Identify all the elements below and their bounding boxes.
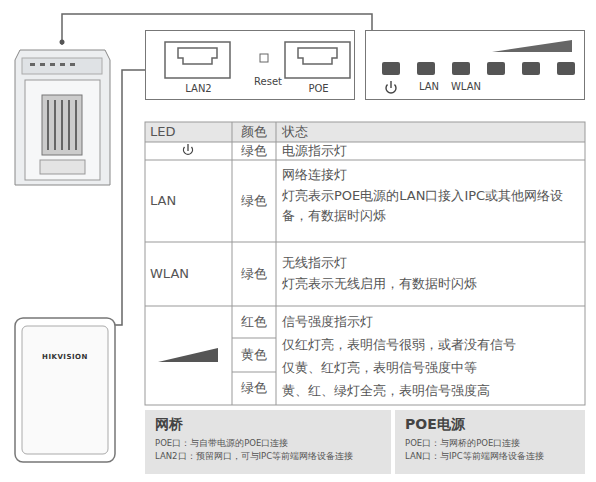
table-cell: WLAN xyxy=(150,264,228,284)
table-cell: 黄色 xyxy=(234,345,274,365)
rj45-port xyxy=(165,42,350,78)
port-label: POE xyxy=(286,83,351,94)
table-cell: 颜色 xyxy=(234,122,274,142)
table-cell: 状态 xyxy=(282,122,402,142)
table-cell: LAN xyxy=(150,191,228,211)
reset-button xyxy=(260,54,268,62)
port-label: WLAN xyxy=(441,81,491,92)
table-cell: 绿色 xyxy=(234,264,274,284)
table-cell: 信号强度指示灯 xyxy=(282,312,577,332)
led-panel: LANWLAN xyxy=(365,30,585,100)
port-panel: LAN2 ResetPOE xyxy=(145,30,355,100)
port-label: Reset xyxy=(248,76,288,87)
signal-ramp-icon xyxy=(492,40,572,52)
port-label: LAN xyxy=(409,81,449,92)
table-cell: 红色 xyxy=(234,312,274,332)
table-cell: 灯亮表示无线启用，有数据时闪烁 xyxy=(282,274,577,294)
poe-power-device xyxy=(15,318,115,462)
table-cell: 仅黄、红灯亮，表明信号强度中等 xyxy=(282,358,577,378)
bridge-device xyxy=(15,50,110,185)
band-title: 网桥 xyxy=(155,414,383,434)
table-cell: 绿色 xyxy=(234,378,274,398)
table-cell: 绿色 xyxy=(234,191,274,211)
table-cell: 无线指示灯 xyxy=(282,253,577,273)
table-cell: 仅红灯亮，表明信号很弱，或者没有信号 xyxy=(282,335,577,355)
led-row xyxy=(382,62,575,75)
port-label: LAN2 xyxy=(166,83,231,94)
table-cell: 网络连接灯 xyxy=(282,165,577,185)
legend-band: POE电源 POE口：与网桥的POE口连接LAN口：与IPC等前端网络设备连接 xyxy=(395,410,585,474)
cable-line xyxy=(112,70,145,325)
band-title: POE电源 xyxy=(405,414,577,434)
table-cell: LED xyxy=(150,122,228,142)
cable-dot xyxy=(60,40,65,45)
table-cell: 电源指示灯 xyxy=(282,141,572,161)
table-cell: 绿色 xyxy=(234,141,274,161)
band-note: POE口：与自带电源的POE口连接 xyxy=(155,437,383,450)
band-note: POE口：与网桥的POE口连接 xyxy=(405,437,577,450)
brand-label: HIKVISION xyxy=(28,352,102,362)
power-icon xyxy=(386,81,396,93)
band-note: LAN口：与IPC等前端网络设备连接 xyxy=(405,450,577,463)
table-cell: 黄、红、绿灯全亮，表明信号强度高 xyxy=(282,381,577,401)
led-table xyxy=(145,122,585,405)
legend-band: 网桥 POE口：与自带电源的POE口连接LAN2口：预留网口，可与IPC等前端网络… xyxy=(145,410,391,474)
band-note: LAN2口：预留网口，可与IPC等前端网络设备连接 xyxy=(155,450,383,463)
table-cell: 灯亮表示POE电源的LAN口接入IPC或其他网络设备，有数据时闪烁 xyxy=(282,186,577,226)
